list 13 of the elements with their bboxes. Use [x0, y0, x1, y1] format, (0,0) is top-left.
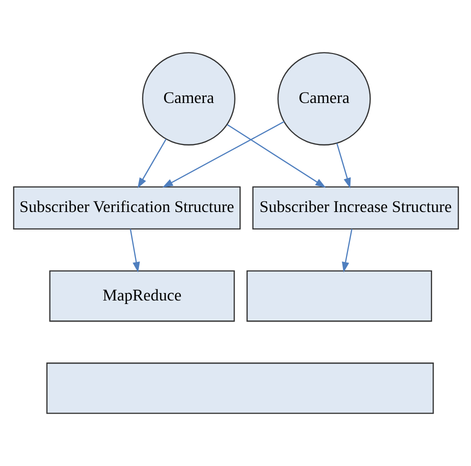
arrow: [341, 228, 352, 273]
node-circle: Camera: [276, 52, 370, 146]
arrow: [336, 143, 350, 188]
node-box: Subscriber Increase Structure: [252, 186, 458, 230]
arrow: [137, 138, 166, 188]
node-box: [46, 362, 434, 414]
node-box: Subscriber Verification Structure: [12, 186, 240, 230]
arrow: [129, 228, 140, 273]
node-circle: Camera: [142, 52, 235, 146]
node-box: MapReduce: [48, 270, 234, 322]
arrow: [162, 121, 284, 188]
node-box: [246, 270, 432, 322]
arrow: [226, 124, 326, 188]
